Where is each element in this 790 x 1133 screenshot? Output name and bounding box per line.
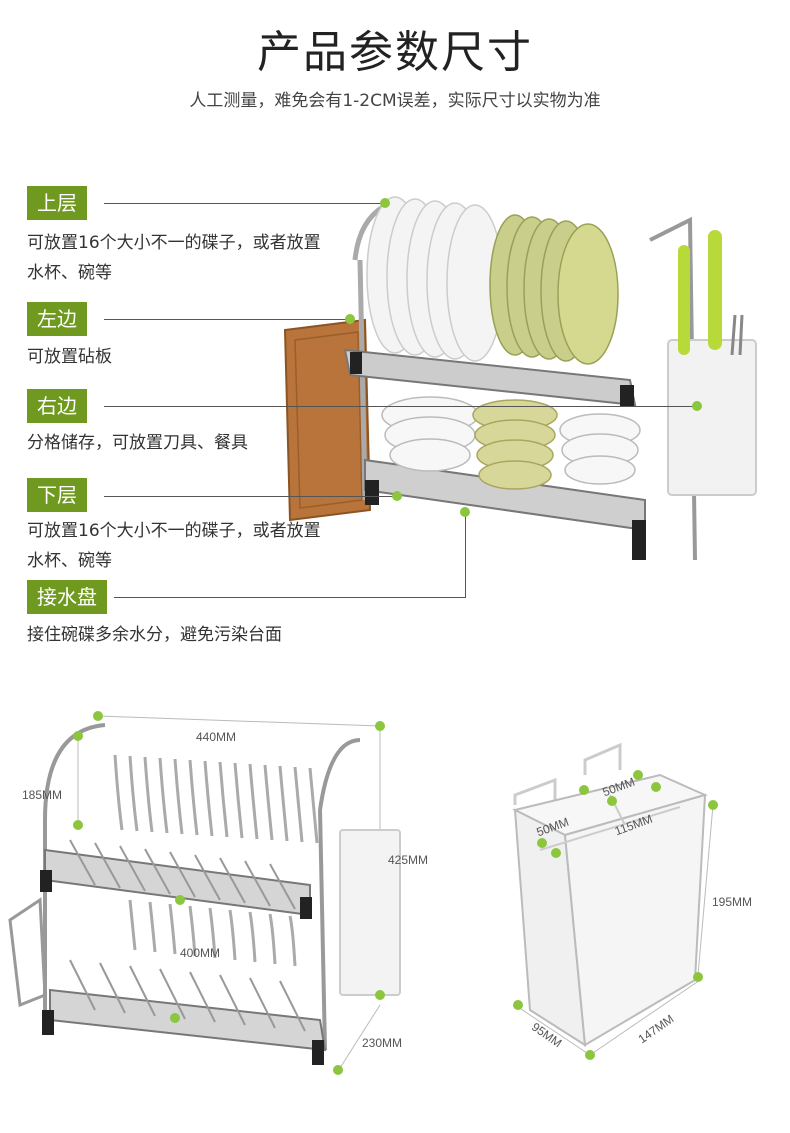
leader-line-upper: [104, 203, 382, 204]
leader-line-drip-tray: [114, 597, 466, 598]
marker-right: [692, 401, 702, 411]
callout-label-drip-tray: 接水盘: [27, 580, 107, 614]
leader-line-left: [104, 319, 347, 320]
callout-label-upper: 上层: [27, 186, 87, 220]
callout-label-lower: 下层: [27, 478, 87, 512]
leader-line-right: [104, 406, 694, 407]
leader-line-lower: [104, 496, 394, 497]
leader-line-drip-tray-vertical: [465, 512, 466, 597]
dimension-top-height: 185MM: [22, 788, 63, 802]
callout-label-left: 左边: [27, 302, 87, 336]
dimension-inner-width: 400MM: [180, 946, 221, 960]
callout-label-right: 右边: [27, 389, 87, 423]
dimension-total-height: 425MM: [388, 853, 429, 867]
holder-dim-height: 195MM: [712, 895, 753, 909]
dimension-depth: 230MM: [362, 1036, 403, 1050]
callout-desc-right: 分格储存，可放置刀具、餐具: [27, 433, 248, 453]
page-subtitle: 人工测量，难免会有1-2CM误差，实际尺寸以实物为准: [189, 91, 601, 111]
marker-upper: [380, 198, 390, 208]
rack-dimension-drawing: [8, 711, 401, 1075]
callout-desc-upper: 可放置16个大小不一的碟子，或者放置水杯、碗等: [27, 233, 321, 283]
marker-left: [345, 314, 355, 324]
callout-desc-lower: 可放置16个大小不一的碟子，或者放置水杯、碗等: [27, 521, 321, 571]
dimension-width: 440MM: [196, 730, 237, 744]
marker-drip-tray: [460, 507, 470, 517]
callout-desc-drip-tray: 接住碗碟多余水分，避免污染台面: [27, 625, 282, 645]
dish-rack-photo: [283, 196, 757, 561]
utensil-holder-drawing: [512, 742, 718, 1060]
marker-lower: [392, 491, 402, 501]
callout-desc-left: 可放置砧板: [27, 347, 112, 367]
page-title: 产品参数尺寸: [257, 27, 533, 78]
